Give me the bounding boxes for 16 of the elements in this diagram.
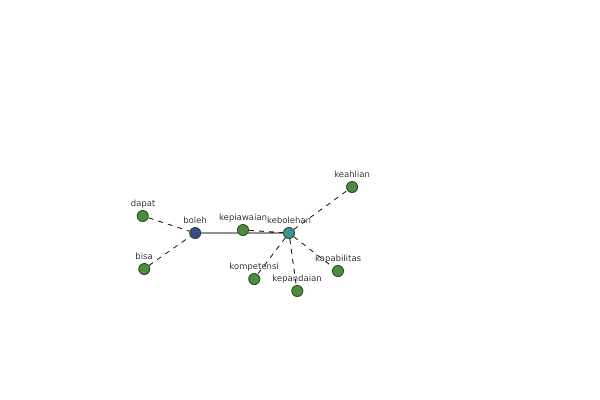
node-label: kapabilitas — [314, 254, 362, 264]
dashed-connector — [257, 237, 286, 275]
node-label: dapat — [130, 199, 156, 209]
dashed-connector — [148, 236, 191, 266]
dashed-connector — [289, 238, 297, 286]
dashed-connector — [293, 190, 348, 230]
node-label: keahlian — [334, 170, 370, 180]
node-label: kepiawaian — [219, 213, 267, 223]
node-label: kompetensi — [229, 262, 279, 272]
node-label: bisa — [135, 252, 153, 262]
node-label: kebolehan — [266, 216, 312, 226]
node-label: boleh — [183, 216, 207, 226]
dashed-connector — [148, 217, 190, 232]
node-label: kepandaian — [272, 274, 322, 284]
connector-line — [200, 232, 284, 234]
dashed-connector — [248, 230, 284, 234]
